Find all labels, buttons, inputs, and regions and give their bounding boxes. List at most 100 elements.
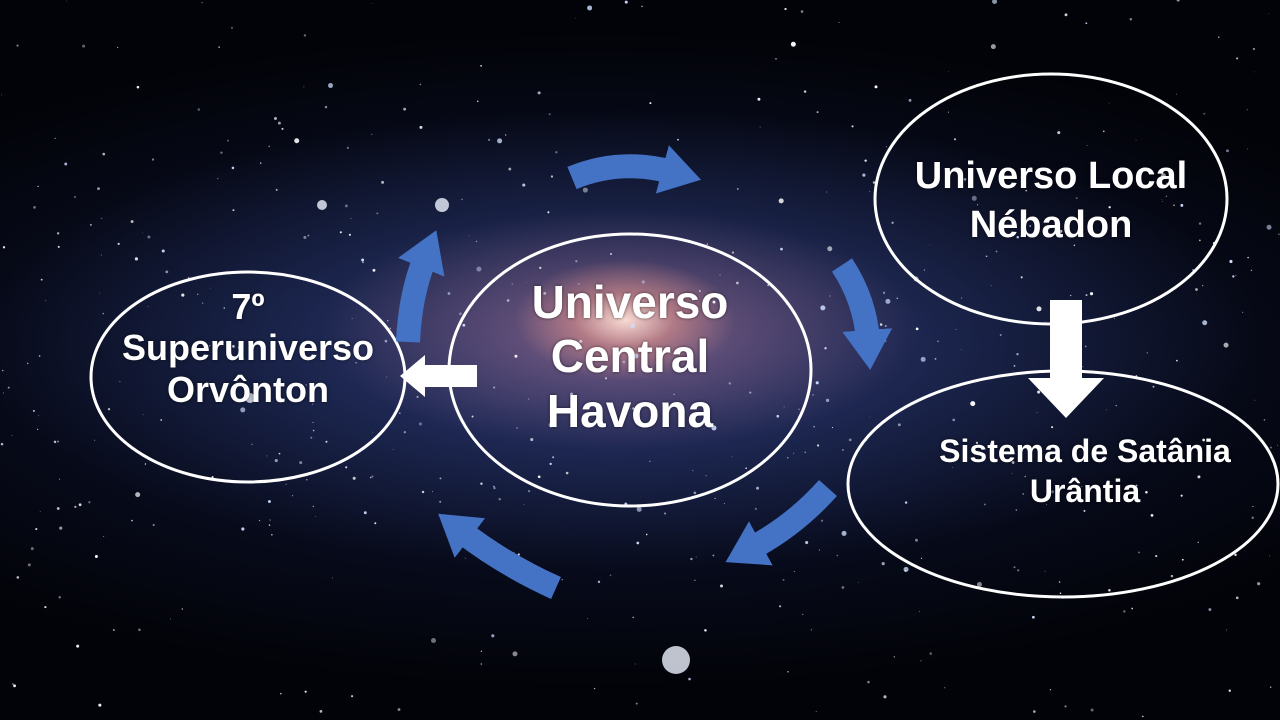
star — [236, 381, 238, 382]
star — [386, 376, 388, 378]
star — [1218, 36, 1220, 38]
star — [1011, 461, 1015, 464]
star — [147, 235, 151, 239]
star — [793, 452, 795, 454]
star — [152, 523, 155, 527]
star — [885, 298, 891, 304]
star — [714, 497, 716, 499]
star — [565, 471, 569, 475]
star — [1025, 189, 1028, 192]
central-line-1: Universo — [531, 276, 729, 328]
star — [561, 285, 563, 288]
star — [505, 134, 507, 136]
star — [268, 524, 271, 526]
star — [498, 498, 501, 501]
star — [35, 527, 38, 531]
star — [1250, 269, 1253, 272]
star — [712, 554, 715, 557]
star — [787, 670, 789, 673]
star — [1228, 689, 1231, 692]
star — [491, 634, 495, 638]
star — [97, 187, 100, 191]
star — [786, 457, 789, 459]
star — [476, 266, 482, 272]
superuniverse-line-1: 7º — [231, 286, 265, 327]
star — [56, 232, 60, 235]
star — [372, 431, 374, 433]
local-universe-line-1: Universo Local — [914, 155, 1188, 197]
star — [11, 435, 13, 437]
star — [805, 540, 809, 545]
star — [953, 138, 957, 141]
star — [371, 3, 373, 4]
star — [1192, 269, 1194, 271]
star — [1049, 689, 1052, 691]
star — [57, 245, 60, 248]
star — [303, 34, 307, 37]
star — [548, 422, 554, 428]
star — [44, 605, 47, 609]
star — [568, 297, 572, 301]
star — [528, 398, 530, 400]
star — [223, 307, 225, 309]
star — [543, 291, 547, 295]
star — [1176, 93, 1177, 95]
star — [131, 519, 133, 522]
star — [480, 650, 482, 652]
star — [731, 251, 735, 254]
local-universe-line-2: Nébadon — [969, 204, 1133, 247]
star — [1236, 57, 1239, 60]
superuniverse-line-3: Orvônton — [167, 368, 329, 410]
star — [44, 300, 46, 302]
star — [802, 613, 804, 616]
star — [604, 377, 608, 380]
star — [151, 158, 155, 161]
star — [720, 584, 723, 588]
star — [1085, 22, 1088, 25]
star — [1051, 490, 1054, 494]
star — [756, 486, 759, 490]
star — [64, 162, 68, 166]
star — [767, 284, 770, 287]
star — [1084, 345, 1087, 348]
star — [1223, 342, 1229, 348]
star — [983, 503, 986, 506]
star — [825, 398, 830, 402]
star — [990, 213, 993, 216]
star — [1108, 102, 1110, 104]
star — [874, 85, 878, 89]
star — [999, 334, 1002, 336]
star — [98, 703, 102, 707]
star — [778, 605, 782, 608]
star — [782, 578, 785, 581]
star — [303, 86, 305, 88]
cycle-arrow-right — [831, 258, 893, 370]
star — [1082, 365, 1084, 367]
star — [332, 577, 333, 579]
star — [955, 329, 957, 331]
star — [706, 243, 708, 245]
star — [1176, 0, 1180, 2]
star — [100, 217, 103, 220]
star — [201, 302, 204, 304]
star — [976, 582, 982, 588]
star — [1135, 139, 1137, 141]
star — [549, 462, 552, 466]
star — [1123, 610, 1126, 613]
star — [836, 554, 839, 557]
star — [280, 692, 282, 695]
star — [633, 353, 639, 359]
star — [636, 506, 642, 512]
star — [1165, 195, 1168, 198]
star — [1270, 446, 1272, 449]
star — [1181, 558, 1184, 561]
star — [161, 249, 165, 253]
star — [275, 188, 278, 191]
star — [1253, 71, 1255, 73]
star — [303, 235, 307, 239]
star — [74, 195, 76, 198]
star — [1036, 170, 1040, 174]
star — [815, 381, 819, 385]
star — [1089, 292, 1094, 296]
